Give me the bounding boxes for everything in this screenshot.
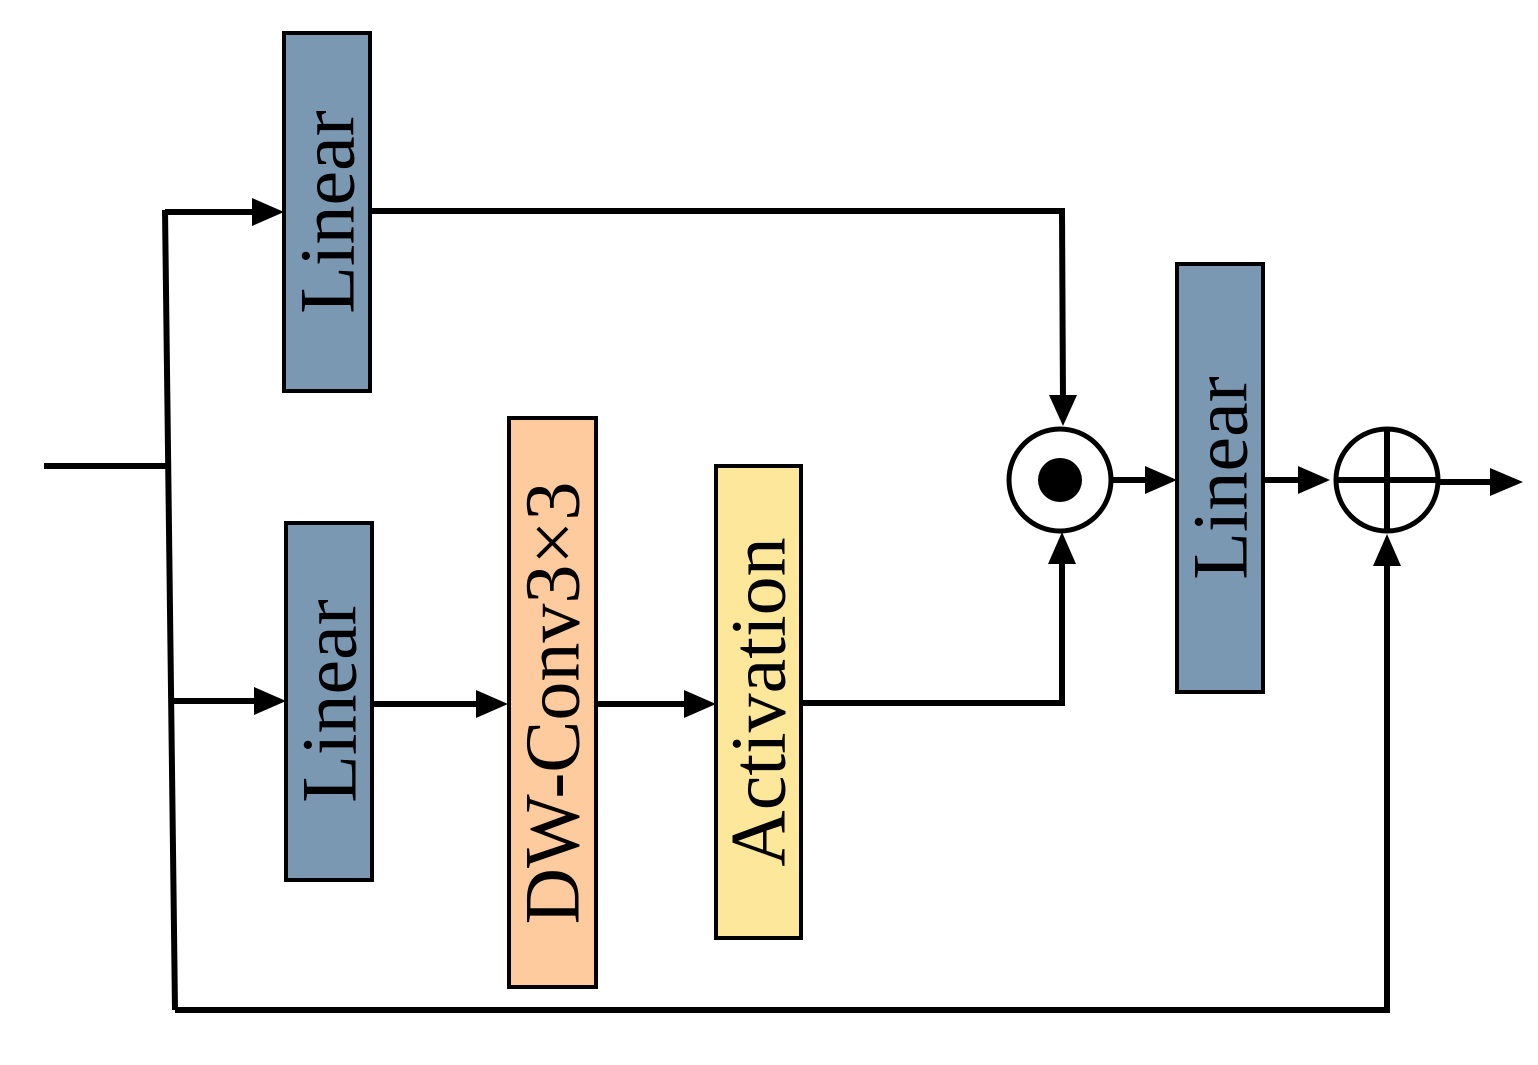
arrowhead-activation [684, 690, 716, 718]
linear-bottom-block: Linear [284, 521, 374, 882]
element-wise-add-icon [1333, 426, 1441, 534]
linear-top-rect [282, 31, 372, 393]
activation-rect [714, 464, 803, 940]
arrowhead-multiply-bottom [1048, 532, 1076, 564]
linear-top-block: Linear [282, 31, 372, 393]
arrowhead-dwconv [476, 690, 508, 718]
arrowhead-linear-out [1145, 466, 1177, 494]
residual-connection [175, 558, 1390, 1013]
arrowhead-output [1490, 468, 1523, 496]
arrowheads [252, 198, 1523, 718]
activation-block: Activation [714, 464, 803, 940]
split-trunk [162, 209, 178, 1011]
arrowhead-add [1298, 466, 1330, 494]
arrowhead-linear-bottom [254, 687, 286, 715]
dwconv-rect [507, 416, 598, 989]
wire-activation-to-multiply [801, 556, 1065, 706]
linear-out-rect [1175, 262, 1265, 694]
linear-top-label: Linear [284, 110, 371, 314]
hadamard-product-icon [1006, 426, 1114, 534]
linear-out-label: Linear [1177, 376, 1264, 580]
connections [44, 208, 1498, 1013]
linear-bottom-rect [284, 521, 374, 882]
dwconv-block: DW-Conv3×3 [507, 416, 598, 989]
wire-linear-top-to-multiply [370, 208, 1066, 404]
arrowhead-residual [1373, 534, 1401, 566]
linear-bottom-label: Linear [286, 599, 373, 803]
arrowhead-multiply-top [1049, 395, 1077, 426]
dwconv-label: DW-Conv3×3 [509, 482, 596, 925]
activation-label: Activation [715, 537, 802, 866]
linear-out-block: Linear [1175, 262, 1265, 694]
arrowhead-linear-top [252, 198, 284, 226]
